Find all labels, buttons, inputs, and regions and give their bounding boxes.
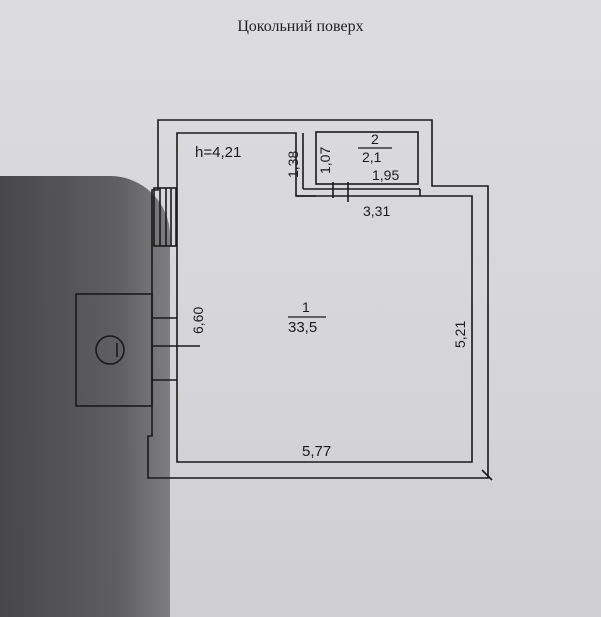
photo-shadow xyxy=(0,176,170,617)
room-2-area: 2,1 xyxy=(362,149,382,165)
room-2-outline xyxy=(315,131,419,185)
dim-5-77: 5,77 xyxy=(302,443,331,460)
room-1-number: 1 xyxy=(302,299,310,315)
meter-circle xyxy=(95,335,125,365)
dim-3-31: 3,31 xyxy=(363,203,390,219)
dim-6-60: 6,60 xyxy=(190,307,206,334)
room-1-area: 33,5 xyxy=(288,319,317,336)
height-label: h=4,21 xyxy=(195,144,241,161)
dim-5-21: 5,21 xyxy=(452,321,468,348)
room-2-number: 2 xyxy=(371,131,379,147)
dim-1-07: 1,07 xyxy=(317,147,333,174)
dim-1-38: 1,38 xyxy=(285,151,301,178)
entrance-stair xyxy=(153,187,177,247)
floor-title: Цокольний поверх xyxy=(237,18,364,35)
inner-wall xyxy=(176,132,473,463)
porch xyxy=(75,293,153,407)
dim-1-95: 1,95 xyxy=(372,167,399,183)
